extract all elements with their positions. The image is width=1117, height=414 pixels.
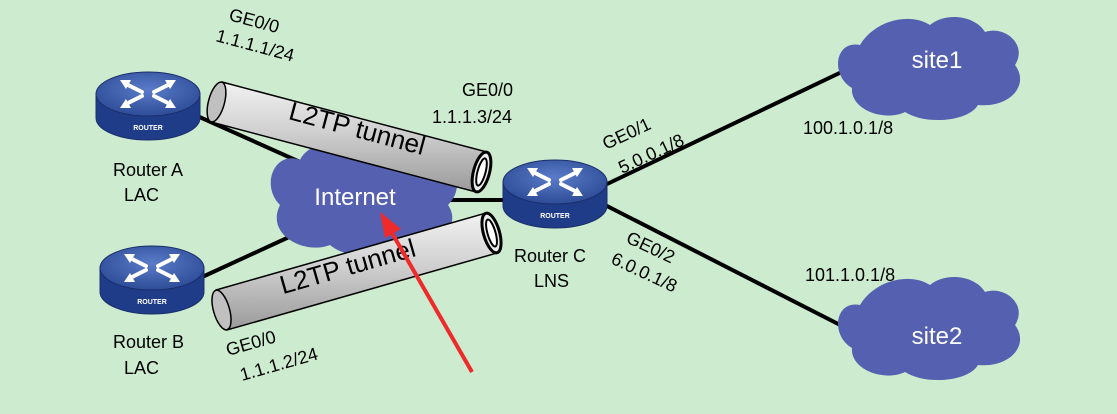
site1-label: site1 [912,47,963,74]
router-b-badge: ROUTER [137,299,167,306]
site1-cloud: site1 [838,16,1021,121]
router-b-icon: ROUTER [98,244,206,316]
site1-network: 100.1.0.1/8 [803,118,893,138]
router-a-ip: 1.1.1.1/24 [214,26,297,66]
router-a-icon: ROUTER [94,70,202,142]
router-c-badge: ROUTER [540,213,570,220]
router-c-icon: ROUTER [501,158,609,230]
router-c-ge00: GE0/0 [462,80,513,100]
router-a-badge: ROUTER [133,125,163,132]
link-b-internet [199,230,301,280]
router-c-name: Router C [514,246,586,266]
router-b-role: LAC [124,358,159,378]
router-b-interface: GE0/0 [224,327,279,360]
annotation-arrow [380,212,474,373]
site2-label: site2 [912,323,963,350]
router-a-role: LAC [124,185,159,205]
router-a-name: Router A [113,160,183,180]
site2-network: 101.1.0.1/8 [805,265,895,285]
link-c-site1 [604,66,851,187]
router-c-ge00-ip: 1.1.1.3/24 [432,107,512,127]
router-c-role: LNS [534,271,569,291]
site2-cloud: site2 [838,276,1021,381]
internet-label: Internet [314,184,396,211]
link-c-site2 [604,203,851,332]
router-b-name: Router B [113,332,184,352]
tunnel-upper: L2TP tunnel [206,81,493,194]
